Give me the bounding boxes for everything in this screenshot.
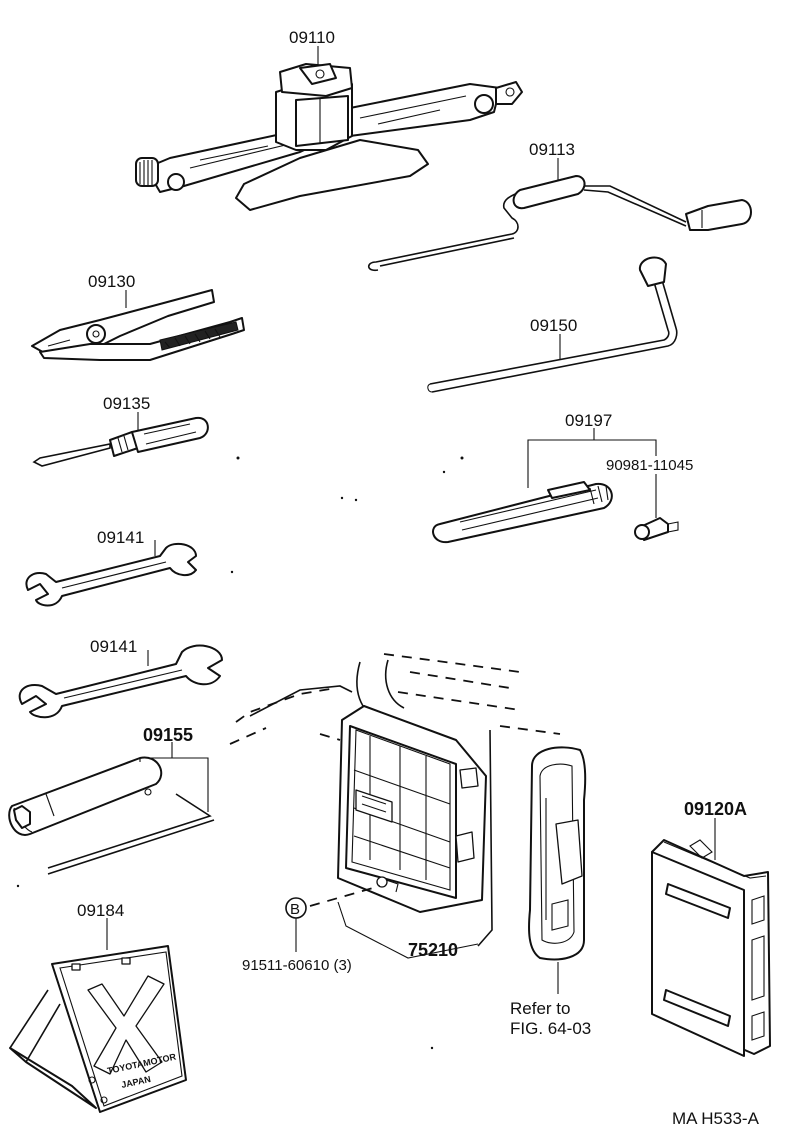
plug-wrench [8,756,215,875]
refer-to-line1: Refer to [510,999,570,1018]
wrench-small-part-number: 09141 [97,528,144,547]
pliers [31,289,245,361]
plug-wrench-part-number: 09155 [143,725,193,745]
bolt-marker: B [290,901,300,918]
bolt-part-number: 91511-60610 (3) [242,957,352,974]
wrench-small [25,542,197,607]
warning-triangle: TOYOTAMOTOR JAPAN [9,945,187,1113]
triangle-part-number: 09184 [77,901,124,920]
crank-bar [427,256,678,393]
tool-bag-part-number: 09120A [684,799,747,819]
refer-to-line2: FIG. 64-03 [510,1019,591,1038]
bulb-set-part-number: 09197 [565,411,612,430]
wrench-large [18,644,223,719]
bulb-part-number: 90981-11045 [606,457,693,474]
pliers-part-number: 09130 [88,272,135,291]
tool-bag [651,839,771,1057]
bulb-set [432,481,679,544]
crank-bar-part-number: 09150 [530,316,577,335]
drawing-code: MA H533-A [672,1109,760,1128]
scissor-jack [135,63,523,211]
side-cover [528,746,587,961]
wrench-large-part-number: 09141 [90,637,137,656]
screwdriver-part-number: 09135 [103,394,150,413]
bolt-callout: B [285,885,381,952]
tray-part-number: 75210 [408,940,458,960]
jack-handle [367,175,752,272]
jack-handle-part-number: 09113 [529,140,575,159]
tool-tray [337,705,487,913]
scan-specks [16,456,464,1050]
jack-part-number: 09110 [289,28,335,47]
screwdriver [32,416,209,467]
